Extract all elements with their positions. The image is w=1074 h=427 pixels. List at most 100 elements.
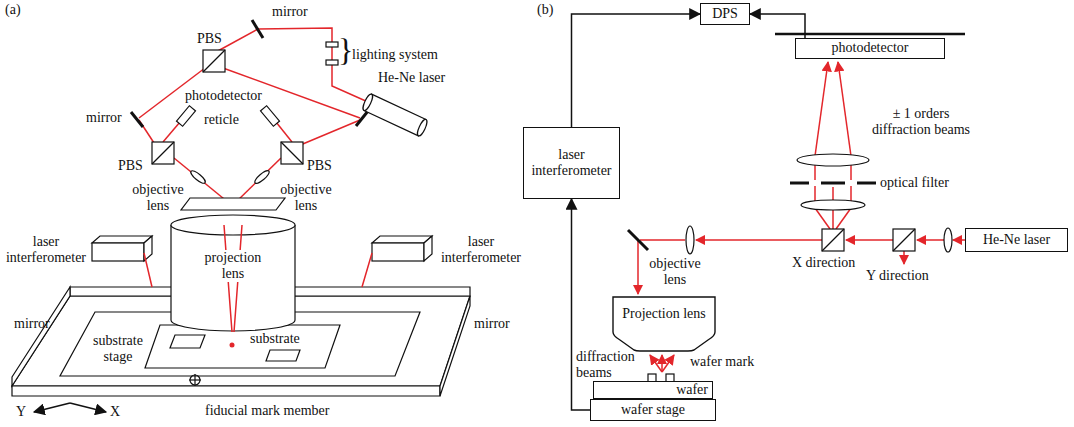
cylinder-top <box>171 215 295 235</box>
part-label: PBS <box>197 31 222 47</box>
lens-body <box>613 297 715 351</box>
beam-splitter <box>281 142 303 164</box>
he-ne-laser <box>361 93 374 112</box>
laser-beam <box>903 251 905 264</box>
photodetector-cylinder <box>261 106 280 126</box>
part-label: Y <box>16 404 26 420</box>
optical-filter <box>857 182 876 185</box>
box-text: Projection lens <box>622 306 706 322</box>
mirror <box>252 20 263 38</box>
interferometer-block <box>92 243 144 261</box>
beam-splitter <box>822 229 844 251</box>
objective-lens <box>189 169 207 185</box>
part-label: objective lens <box>128 182 188 214</box>
beam-splitter <box>822 229 915 251</box>
part-label: mirror <box>272 4 308 20</box>
substrate <box>266 350 300 361</box>
mirror <box>628 230 648 250</box>
laser-beam <box>917 239 944 241</box>
laser-beam <box>640 239 685 241</box>
fiducial-mark <box>190 375 200 385</box>
projection-lens: projection lens <box>170 214 296 334</box>
axis-arrow <box>70 403 106 412</box>
box-text: photodetector <box>832 40 909 56</box>
lens <box>686 154 952 254</box>
beam-splitter <box>281 142 303 164</box>
laser-beam <box>650 355 662 372</box>
beam-spot <box>230 343 235 348</box>
lens <box>944 228 952 252</box>
stage-base <box>440 296 470 396</box>
box-text: projection lens <box>201 250 265 282</box>
laser-beam <box>216 29 258 52</box>
objective-lens <box>189 169 271 185</box>
laser-beam <box>696 239 822 241</box>
mirror <box>131 112 143 127</box>
lighting-system <box>326 60 338 65</box>
part-label: PBS <box>118 158 143 174</box>
box-text: wafer stage <box>621 402 685 418</box>
he-ne-laser <box>416 118 429 137</box>
signal-arrow <box>750 14 805 38</box>
interferometer-block <box>424 236 432 261</box>
part-label: optical filter <box>880 175 949 191</box>
beam-splitter <box>152 50 303 164</box>
part-label: ± 1 orders diffraction beams <box>862 106 980 138</box>
laser-beam <box>953 239 965 241</box>
detector-plate <box>775 33 965 36</box>
laser-beam <box>144 253 152 287</box>
beam-splitter <box>822 229 844 251</box>
he-ne-laser <box>364 94 426 136</box>
laser-beam <box>276 122 292 142</box>
stage-base <box>12 386 440 396</box>
objective-lens <box>253 169 271 185</box>
fiducial-mark <box>189 374 201 386</box>
part-label: lighting system <box>352 47 438 63</box>
lens <box>797 154 869 166</box>
beam-splitter <box>152 142 174 164</box>
beam-splitter <box>893 229 915 251</box>
interferometer-box: laser interferometer <box>523 127 620 199</box>
wafer-plate: wafer <box>593 381 713 399</box>
laser-beam <box>637 241 639 294</box>
part-label: (a) <box>5 2 21 18</box>
part-label: laser interferometer <box>436 234 526 266</box>
optical-filter <box>790 182 809 185</box>
beam-spot <box>230 343 235 348</box>
beam-splitter <box>893 229 915 251</box>
photodetector-cylinder <box>177 106 196 126</box>
laser-beam <box>163 122 180 142</box>
fiducial-mark <box>194 374 195 386</box>
beam-splitter <box>203 50 225 72</box>
part-label: objective lens <box>645 256 705 288</box>
stage-box: wafer stage <box>590 399 716 421</box>
axis-arrow <box>34 403 106 412</box>
mirror <box>356 111 368 126</box>
mirror <box>131 20 368 127</box>
laser-beam <box>139 28 368 203</box>
laser-beam <box>814 186 816 202</box>
laser-beam <box>815 208 830 229</box>
lighting-system <box>326 42 338 47</box>
substrate <box>170 335 205 348</box>
signal-arrow <box>572 14 701 127</box>
photodetector-box: photodetector <box>795 38 945 59</box>
cylinder-body <box>171 225 295 331</box>
laser-beam <box>298 120 360 146</box>
part-label: fiducial mark member <box>205 403 329 419</box>
part-label: Y direction <box>866 268 929 284</box>
laser-beam <box>832 208 834 229</box>
part-label: laser interferometer <box>2 234 90 266</box>
projection-lens: Projection lens <box>612 296 716 352</box>
box-text: wafer <box>676 383 708 397</box>
box-text: laser interferometer <box>528 147 615 179</box>
part-label: mirror <box>86 110 122 126</box>
part-label: diffraction beams <box>576 349 642 381</box>
part-label: } <box>338 34 353 66</box>
part-label: X direction <box>792 255 855 271</box>
part-label: PBS <box>307 158 332 174</box>
lighting-system <box>326 42 338 65</box>
